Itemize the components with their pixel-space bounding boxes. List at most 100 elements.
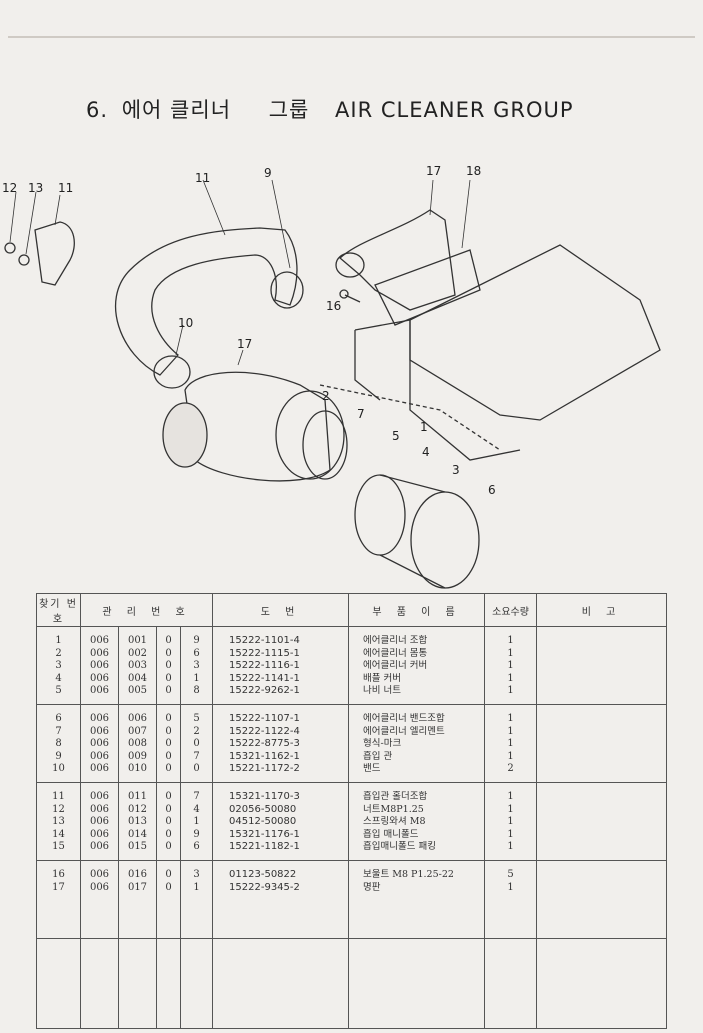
table-cell-line: 005	[127, 685, 148, 696]
band-clamp-upper	[270, 271, 304, 309]
table-cell-line: 1	[507, 803, 514, 815]
table-cell-line: 006	[127, 713, 148, 724]
table-cell-line: 15222-1115-1	[229, 647, 300, 659]
table-cell-line: 002	[127, 647, 148, 659]
table-cell-c	[156, 938, 181, 1029]
table-cell-line: 15222-9262-1	[229, 685, 300, 696]
table-cell-line: 5	[55, 685, 62, 696]
callout-1: 1	[420, 420, 428, 434]
table-cell-line: 006	[89, 738, 110, 749]
table-cell-remarks	[536, 938, 668, 1029]
callout-7: 7	[357, 407, 365, 421]
header-find-no: 찾기 번호	[36, 593, 81, 627]
table-cell-line: 1	[507, 635, 514, 646]
table-cell-line: 1	[507, 660, 514, 671]
table-cell-line: 에어클리너 엘리멘트	[363, 725, 445, 737]
cylinder-head	[409, 244, 661, 421]
nut	[4, 242, 16, 254]
table-cell-line	[537, 763, 666, 776]
table-cell-line: 15	[52, 841, 65, 852]
title-korean: 에어 클리너	[121, 98, 232, 122]
table-cell-line: 2	[55, 647, 62, 659]
exploded-parts-diagram: 11 9 17 18 12 13 11 16 10 17 2 7 5 1 4 3…	[2, 164, 661, 589]
table-header-row: 찾기 번호 관 리 번 호 도 번 부 품 이 름 소요수량 비 고	[36, 593, 668, 627]
table-cell-line: 011	[127, 791, 148, 802]
bolt	[339, 289, 349, 299]
callout-16: 16	[326, 299, 341, 313]
table-cell-line: 6	[55, 713, 62, 724]
table-cell-line	[537, 635, 666, 648]
table-cell-line: 형식-마크	[363, 738, 402, 749]
table-cell-line: 밴드	[363, 763, 381, 774]
table-cell-line	[537, 751, 666, 764]
callout-10-upper: 9	[264, 166, 272, 180]
table-cell-line: 너트M8P1.25	[363, 803, 424, 815]
table-cell-no	[36, 938, 81, 1029]
table-cell-line: 1	[507, 881, 514, 893]
callout-11: 11	[58, 181, 73, 195]
table-cell-line	[537, 791, 666, 804]
element	[302, 410, 348, 480]
table-cell-line: 1	[507, 725, 514, 737]
table-cell-line: 나비 너트	[363, 685, 402, 696]
callout-4: 4	[422, 445, 430, 459]
callout-3: 3	[452, 463, 460, 477]
table-cell-line: 006	[89, 881, 110, 893]
table-cell-line: 흡입 관	[363, 750, 393, 762]
table-cell-line: 1	[507, 685, 514, 696]
table-cell-line	[537, 738, 666, 751]
table-cell-name	[348, 938, 486, 1029]
table-cell-line: 006	[89, 685, 110, 696]
table-cell-line: 14	[52, 828, 65, 840]
table-cell-line: 01123-50822	[229, 869, 297, 880]
table-cell-line: 9	[193, 635, 200, 646]
manifold-packing	[374, 249, 481, 326]
pipe-holder	[34, 221, 75, 286]
table-group-row	[36, 938, 668, 1029]
inlet-cap	[162, 402, 208, 468]
spring-washer	[18, 254, 30, 266]
table-cell-line: 1	[507, 713, 514, 724]
table-cell-line	[537, 648, 666, 661]
callout-18: 18	[466, 164, 481, 178]
intake-pipe	[114, 227, 298, 376]
table-cell-line: 15222-8775-3	[229, 738, 300, 749]
table-cell-line: 3	[193, 660, 200, 671]
table-cell-line	[537, 726, 666, 739]
callout-13: 13	[28, 181, 43, 195]
table-cell-line: 15222-1116-1	[229, 660, 300, 671]
table-cell-line: 15222-9345-2	[229, 881, 300, 893]
table-cell-line: 15321-1170-3	[229, 791, 300, 802]
header-part-name: 부 품 이 름	[348, 593, 486, 627]
table-cell-b	[118, 938, 157, 1029]
table-cell-line: 10	[52, 763, 65, 774]
callout-17-lower: 17	[237, 337, 252, 351]
table-cell-line	[537, 816, 666, 829]
table-cell-line: 0	[193, 763, 200, 774]
table-cell-remarks	[536, 782, 668, 861]
table-cell-line: 1	[55, 635, 62, 646]
table-cell-line: 7	[193, 791, 200, 802]
table-cell-line: 에어클리너 커버	[363, 660, 428, 671]
callout-12: 12	[2, 181, 17, 195]
table-cell-drawing	[212, 938, 350, 1029]
table-cell-line: 008	[127, 738, 148, 749]
table-cell-line: 1	[507, 841, 514, 852]
table-cell-line: 5	[193, 713, 200, 724]
table-cell-line: 016	[127, 869, 148, 880]
table-cell-line: 006	[89, 725, 110, 737]
